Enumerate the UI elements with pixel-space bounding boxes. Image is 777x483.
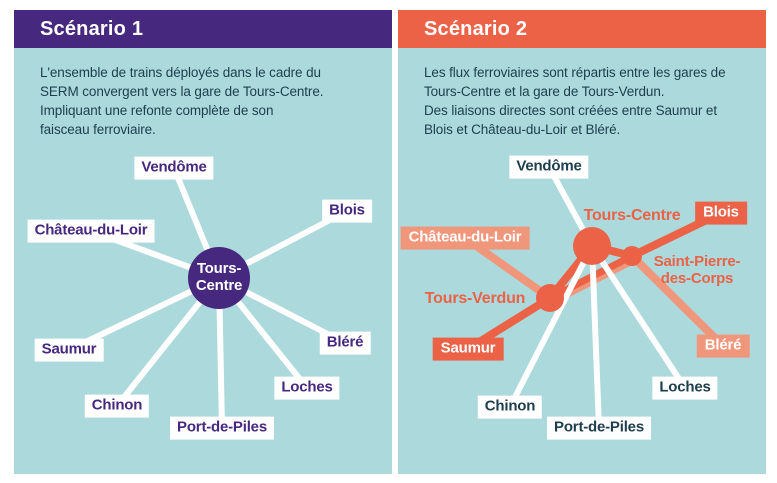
node-label-chateau-du-loir: Château-du-Loir [27,219,155,243]
node-label-vendome: Vendôme [134,156,214,180]
node-label-blere: Bléré [696,334,750,358]
node-label-tours-centre: Tours- Centre [195,260,243,294]
node-label-tours-verdun-label: Tours-Verdun [424,290,526,308]
node-label-blere: Bléré [319,331,371,355]
node-label-port-de-piles: Port-de-Piles [547,416,651,440]
scenario-1-header: Scénario 1 [14,10,392,48]
node-label-vendome: Vendôme [509,155,589,179]
node-label-saumur: Saumur [34,338,104,362]
node-label-loches: Loches [652,376,718,400]
node-label-chinon: Chinon [477,395,543,419]
scenario-1-panel: Scénario 1 L'ensemble de trains déployés… [14,10,392,474]
node-label-tours-centre-label: Tours-Centre [583,207,681,225]
node-label-blois: Blois [695,201,747,225]
node-dot-tours-centre [573,227,611,265]
scenario-2-description: Les flux ferroviaires sont répartis entr… [424,65,726,138]
node-dot-tours-verdun [536,284,564,312]
edge-tours-centre-chinon [507,243,595,410]
node-label-saumur: Saumur [432,337,504,361]
scenario-2-title: Scénario 2 [424,17,528,40]
edge-saint-pierre-des-corps-blere [628,252,727,350]
node-label-saint-pierre-des-corps-label: Saint-Pierre- des-Corps [653,253,741,287]
scenario-2-header: Scénario 2 [398,10,766,48]
node-label-blois: Blois [322,199,372,223]
scenario-2-panel: Scénario 2 Les flux ferroviaires sont ré… [398,10,766,474]
edge-tours-centre-loches [589,243,688,391]
edge-tours-centre-port-de-piles [589,243,602,431]
scenario-1-description: L'ensemble de trains déployés dans le ca… [40,65,324,138]
node-label-loches: Loches [274,376,340,400]
scenario-1-title: Scénario 1 [40,17,144,40]
node-dot-saint-pierre-des-corps [622,246,642,266]
node-label-chateau-du-loir: Château-du-Loir [400,226,530,250]
node-label-chinon: Chinon [84,394,150,418]
node-dot-tours-centre [188,247,250,309]
node-label-port-de-piles: Port-de-Piles [170,416,274,440]
